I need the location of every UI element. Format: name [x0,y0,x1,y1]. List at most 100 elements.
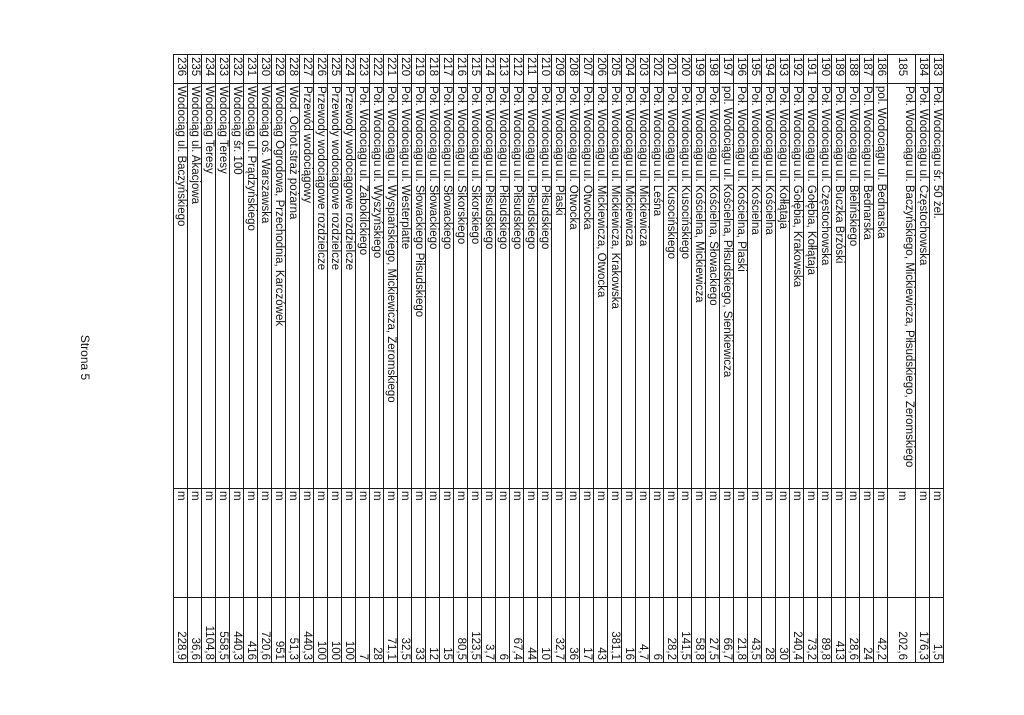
row-description: Poł. Wodociągu ul. Mickiewicza [621,83,636,489]
row-quantity: 4,7 [635,597,650,663]
row-number: 188 [845,54,860,84]
row-unit: m [845,488,860,598]
row-unit: m [537,488,552,598]
row-number: 208 [565,54,580,84]
row-quantity: 100 [341,597,356,663]
row-unit: m [481,488,496,598]
row-description: Poł. Wodociągu ul. Mickiewicza [635,83,650,489]
row-quantity: 440,3 [229,597,244,663]
row-unit: m [649,488,664,598]
row-quantity: 44 [523,597,538,663]
row-number: 232 [229,54,244,84]
row-quantity: 28 [761,597,776,663]
row-quantity: 413 [831,597,846,663]
row-unit: m [369,488,384,598]
row-number: 192 [789,54,804,84]
row-unit: m [509,488,524,598]
row-number: 231 [243,54,258,84]
row-description: Poł. Wodociągu ul. Sikorskiego [453,83,468,489]
row-unit: m [691,488,706,598]
row-quantity: 7 [355,597,370,663]
row-description: Poł. Wodociągu ul. Sikorskiego [467,83,482,489]
row-unit: m [551,488,566,598]
row-description: Poł. Wodociągu ul. Częstochowska [915,83,930,489]
row-unit: m [341,488,356,598]
row-number: 234 [201,54,216,84]
row-quantity: 123,5 [467,597,482,663]
row-description: Poł. Wodociągu ul. Westerplatte [397,83,412,489]
row-quantity: 12 [425,597,440,663]
row-description: Wodociąg oś. Warszawska [257,83,272,489]
row-unit: m [859,488,874,598]
row-unit: m [775,488,790,598]
row-description: Poł. Wodociągu ul. Piłsudskiego [537,83,552,489]
row-number: 202 [649,54,664,84]
row-quantity: 27,5 [705,597,720,663]
row-number: 194 [761,54,776,84]
row-description: Pol. Wodociągu ul. Bednarska [859,83,874,489]
row-number: 186 [873,54,888,84]
row-unit: m [187,488,202,598]
row-unit: m [663,488,678,598]
row-description: Poł. Wodociągu ul. Mickiewicza, Otwocka [593,83,608,489]
row-unit: m [761,488,776,598]
row-unit: m [439,488,454,598]
row-unit: m [355,488,370,598]
row-unit: m [271,488,286,598]
row-number: 216 [453,54,468,84]
row-quantity: 24 [859,597,874,663]
row-quantity: 32,5 [397,597,412,663]
row-number: 227 [299,54,314,84]
row-description: Poł. Wodociągu ul. Wyspiańskiego, Mickie… [383,83,398,489]
row-description: Poł. Wodociągu ul. Mickiewicza, Krakowsk… [607,83,622,489]
row-quantity: 17 [579,597,594,663]
row-quantity: 416 [243,597,258,663]
row-quantity: 176,3 [915,597,930,663]
row-number: 217 [439,54,454,84]
row-number: 215 [467,54,482,84]
row-description: Wodociąg Ogrodowa, Przechodnia, Karczówe… [271,83,286,489]
row-description: Poł. Wodociągu ul. Gołębia, Kołłątaja [803,83,818,489]
row-quantity: 28,2 [663,597,678,663]
row-number: 219 [411,54,426,84]
row-quantity: 100 [327,597,342,663]
row-quantity: 73,2 [803,597,818,663]
row-unit: m [243,488,258,598]
row-number: 210 [537,54,552,84]
row-unit: m [719,488,734,598]
row-number: 220 [397,54,412,84]
row-description: Poł. Wodociągu ul. Piłsudskiego [495,83,510,489]
row-number: 233 [215,54,230,84]
row-quantity: 228,9 [173,597,188,663]
row-number: 226 [313,54,328,84]
row-number: 187 [859,54,874,84]
row-unit: m [803,488,818,598]
row-quantity: 89,8 [817,597,832,663]
row-unit: m [705,488,720,598]
row-number: 201 [663,54,678,84]
row-description: Poł. Wodociągu ul. Kościelna, Mickiewicz… [691,83,706,489]
row-quantity: 3,7 [481,597,496,663]
